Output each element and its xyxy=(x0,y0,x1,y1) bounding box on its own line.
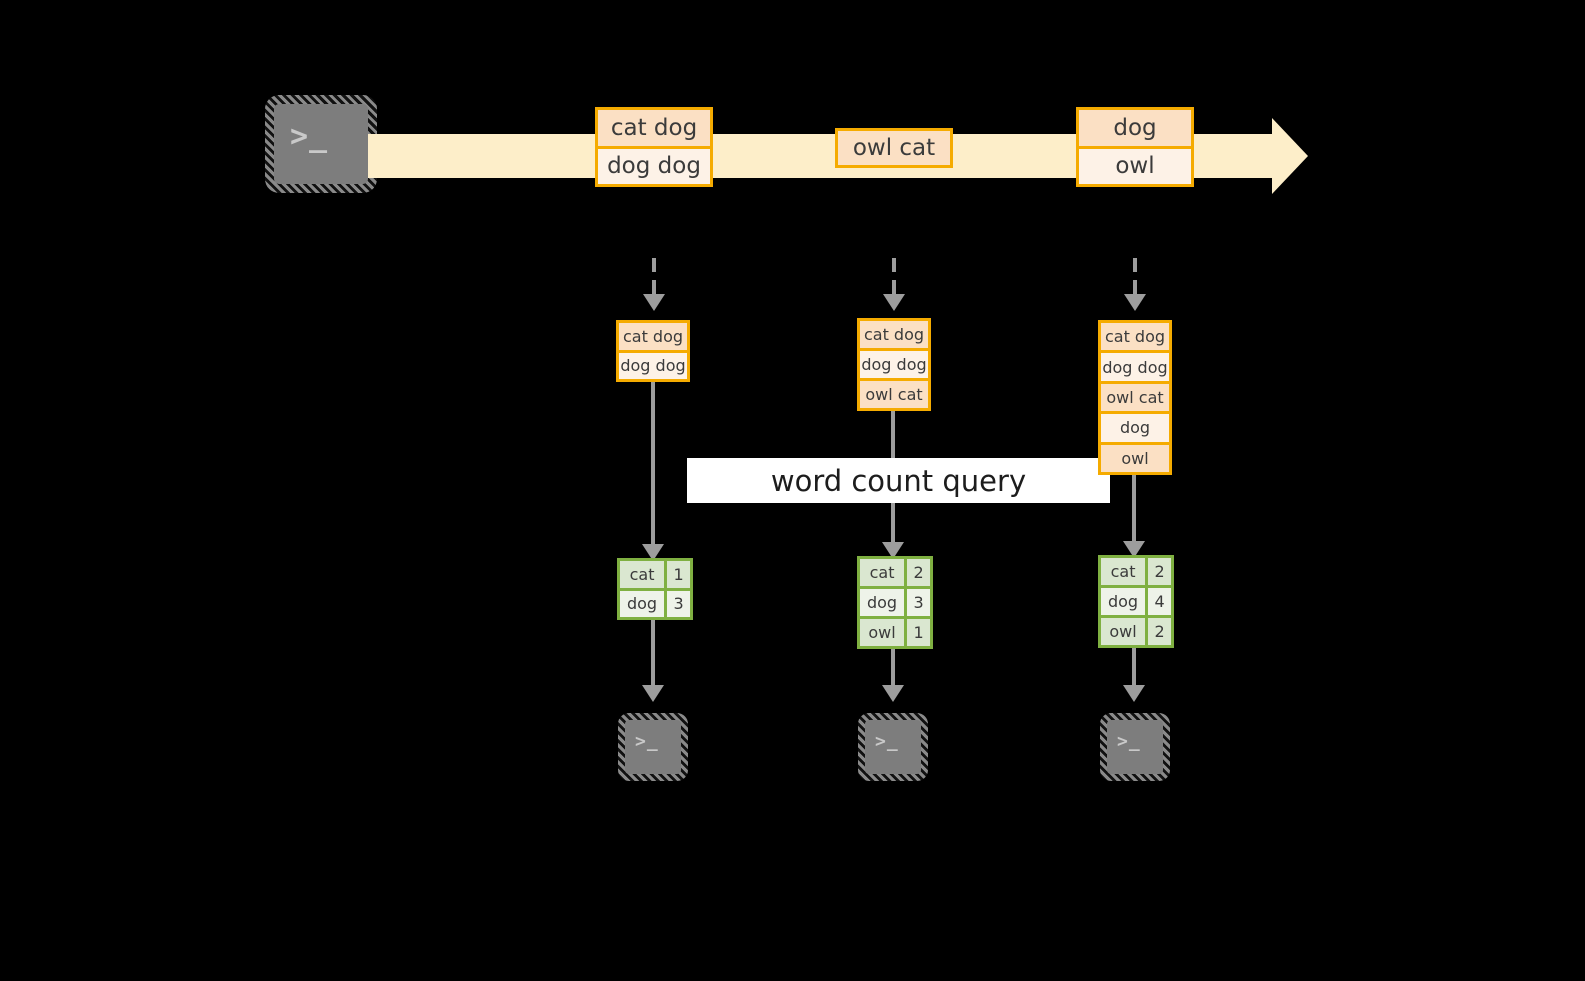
stream-to-snapshot-arrowhead xyxy=(883,294,905,311)
snapshot-3-query-arrow xyxy=(1132,475,1136,545)
table-row: cat 2 xyxy=(1101,558,1171,585)
snapshot-1-query-arrow xyxy=(651,382,655,547)
record-row: dog dog xyxy=(1101,350,1169,381)
snapshot-2-results-table: cat 2 dog 3 owl 1 xyxy=(857,556,933,649)
snapshot-1-sink-arrow xyxy=(651,620,655,688)
count-cell: 1 xyxy=(904,619,930,646)
table-row: dog 3 xyxy=(860,586,930,616)
terminal-prompt-glyph: >_ xyxy=(875,731,899,752)
stream-record: dog xyxy=(1079,110,1191,146)
table-row: dog 4 xyxy=(1101,585,1171,615)
stream-record: owl cat xyxy=(838,131,950,165)
record-row: owl cat xyxy=(1101,380,1169,412)
record-row: owl xyxy=(1101,441,1169,473)
record-row: dog dog xyxy=(619,349,687,379)
terminal-prompt-glyph: >_ xyxy=(635,731,659,752)
stream-group-2: owl cat xyxy=(835,128,953,168)
stream-to-snapshot-arrow xyxy=(652,258,656,298)
stream-to-snapshot-arrow xyxy=(1133,258,1137,298)
event-stream-arrowhead xyxy=(1272,118,1308,194)
snapshot-3-query-arrowhead xyxy=(1123,541,1145,558)
count-cell: 2 xyxy=(904,559,930,586)
snapshot-2-sink-arrowhead xyxy=(882,685,904,702)
snapshot-1-sink-arrowhead xyxy=(642,685,664,702)
table-row: cat 1 xyxy=(620,561,690,588)
snapshot-2-sink-arrow xyxy=(891,649,895,688)
terminal-prompt-glyph: >_ xyxy=(290,119,329,154)
count-cell: 2 xyxy=(1145,558,1171,585)
snapshot-1-results-table: cat 1 dog 3 xyxy=(617,558,693,620)
count-cell: 2 xyxy=(1145,618,1171,645)
snapshot-2-sink-terminal-icon: >_ xyxy=(858,713,928,781)
record-row: cat dog xyxy=(860,321,928,348)
record-row: cat dog xyxy=(1101,323,1169,351)
count-cell: 4 xyxy=(1145,588,1171,615)
record-row: cat dog xyxy=(619,323,687,350)
word-cell: cat xyxy=(860,559,905,586)
snapshot-3-results-table: cat 2 dog 4 owl 2 xyxy=(1098,555,1174,648)
snapshot-1-sink-terminal-icon: >_ xyxy=(618,713,688,781)
table-row: owl 1 xyxy=(860,616,930,646)
count-cell: 3 xyxy=(664,590,690,617)
snapshot-2-records: cat dog dog dog owl cat xyxy=(857,318,931,411)
stream-record: dog dog xyxy=(598,145,710,184)
stream-group-3: dog owl xyxy=(1076,107,1194,187)
word-cell: dog xyxy=(620,590,665,617)
snapshot-2-query-arrowhead xyxy=(882,542,904,559)
word-cell: dog xyxy=(1101,588,1146,615)
record-row: dog dog xyxy=(860,348,928,378)
snapshot-3-sink-arrow xyxy=(1132,648,1136,688)
stream-to-snapshot-arrowhead xyxy=(643,294,665,311)
snapshot-3-sink-arrowhead xyxy=(1123,685,1145,702)
table-row: dog 3 xyxy=(620,587,690,617)
record-row: dog xyxy=(1101,411,1169,442)
snapshot-1-query-arrowhead xyxy=(642,544,664,561)
terminal-prompt-glyph: >_ xyxy=(1117,731,1141,752)
count-cell: 3 xyxy=(904,589,930,616)
word-cell: cat xyxy=(1101,558,1146,585)
snapshot-3-records: cat dog dog dog owl cat dog owl xyxy=(1098,320,1172,475)
word-cell: cat xyxy=(620,561,665,588)
table-row: owl 2 xyxy=(1101,615,1171,645)
stream-to-snapshot-arrow xyxy=(892,258,896,298)
snapshot-3-sink-terminal-icon: >_ xyxy=(1100,713,1170,781)
stream-group-1: cat dog dog dog xyxy=(595,107,713,187)
source-terminal-icon: >_ xyxy=(265,95,377,193)
record-row: owl cat xyxy=(860,378,928,408)
stream-record: owl xyxy=(1079,145,1191,184)
stream-record: cat dog xyxy=(598,110,710,146)
word-cell: owl xyxy=(860,619,905,646)
word-cell: owl xyxy=(1101,618,1146,645)
word-cell: dog xyxy=(860,589,905,616)
table-row: cat 2 xyxy=(860,559,930,586)
query-label-text: word count query xyxy=(770,463,1027,498)
snapshot-1-records: cat dog dog dog xyxy=(616,320,690,382)
query-label-banner: word count query xyxy=(687,458,1110,503)
count-cell: 1 xyxy=(664,561,690,588)
stream-to-snapshot-arrowhead xyxy=(1124,294,1146,311)
